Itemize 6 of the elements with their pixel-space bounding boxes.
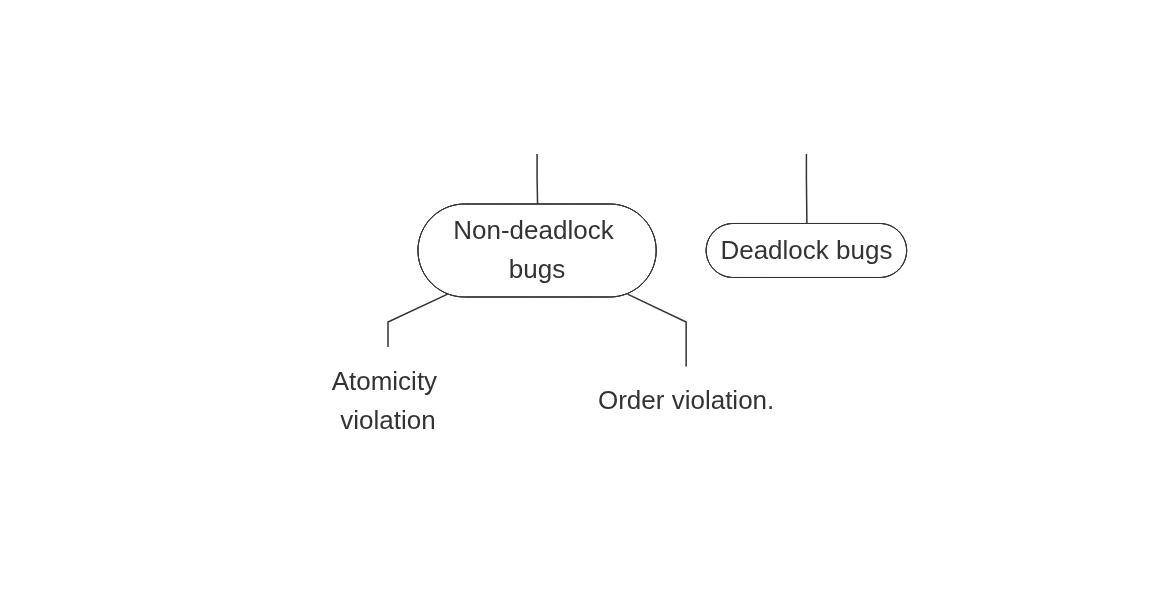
node-text: Atomicity violation — [331, 365, 437, 435]
connector — [386, 292, 449, 348]
connector — [805, 152, 808, 225]
connector — [626, 292, 687, 367]
connector — [536, 152, 538, 205]
node-text: Order violation. — [597, 384, 774, 415]
